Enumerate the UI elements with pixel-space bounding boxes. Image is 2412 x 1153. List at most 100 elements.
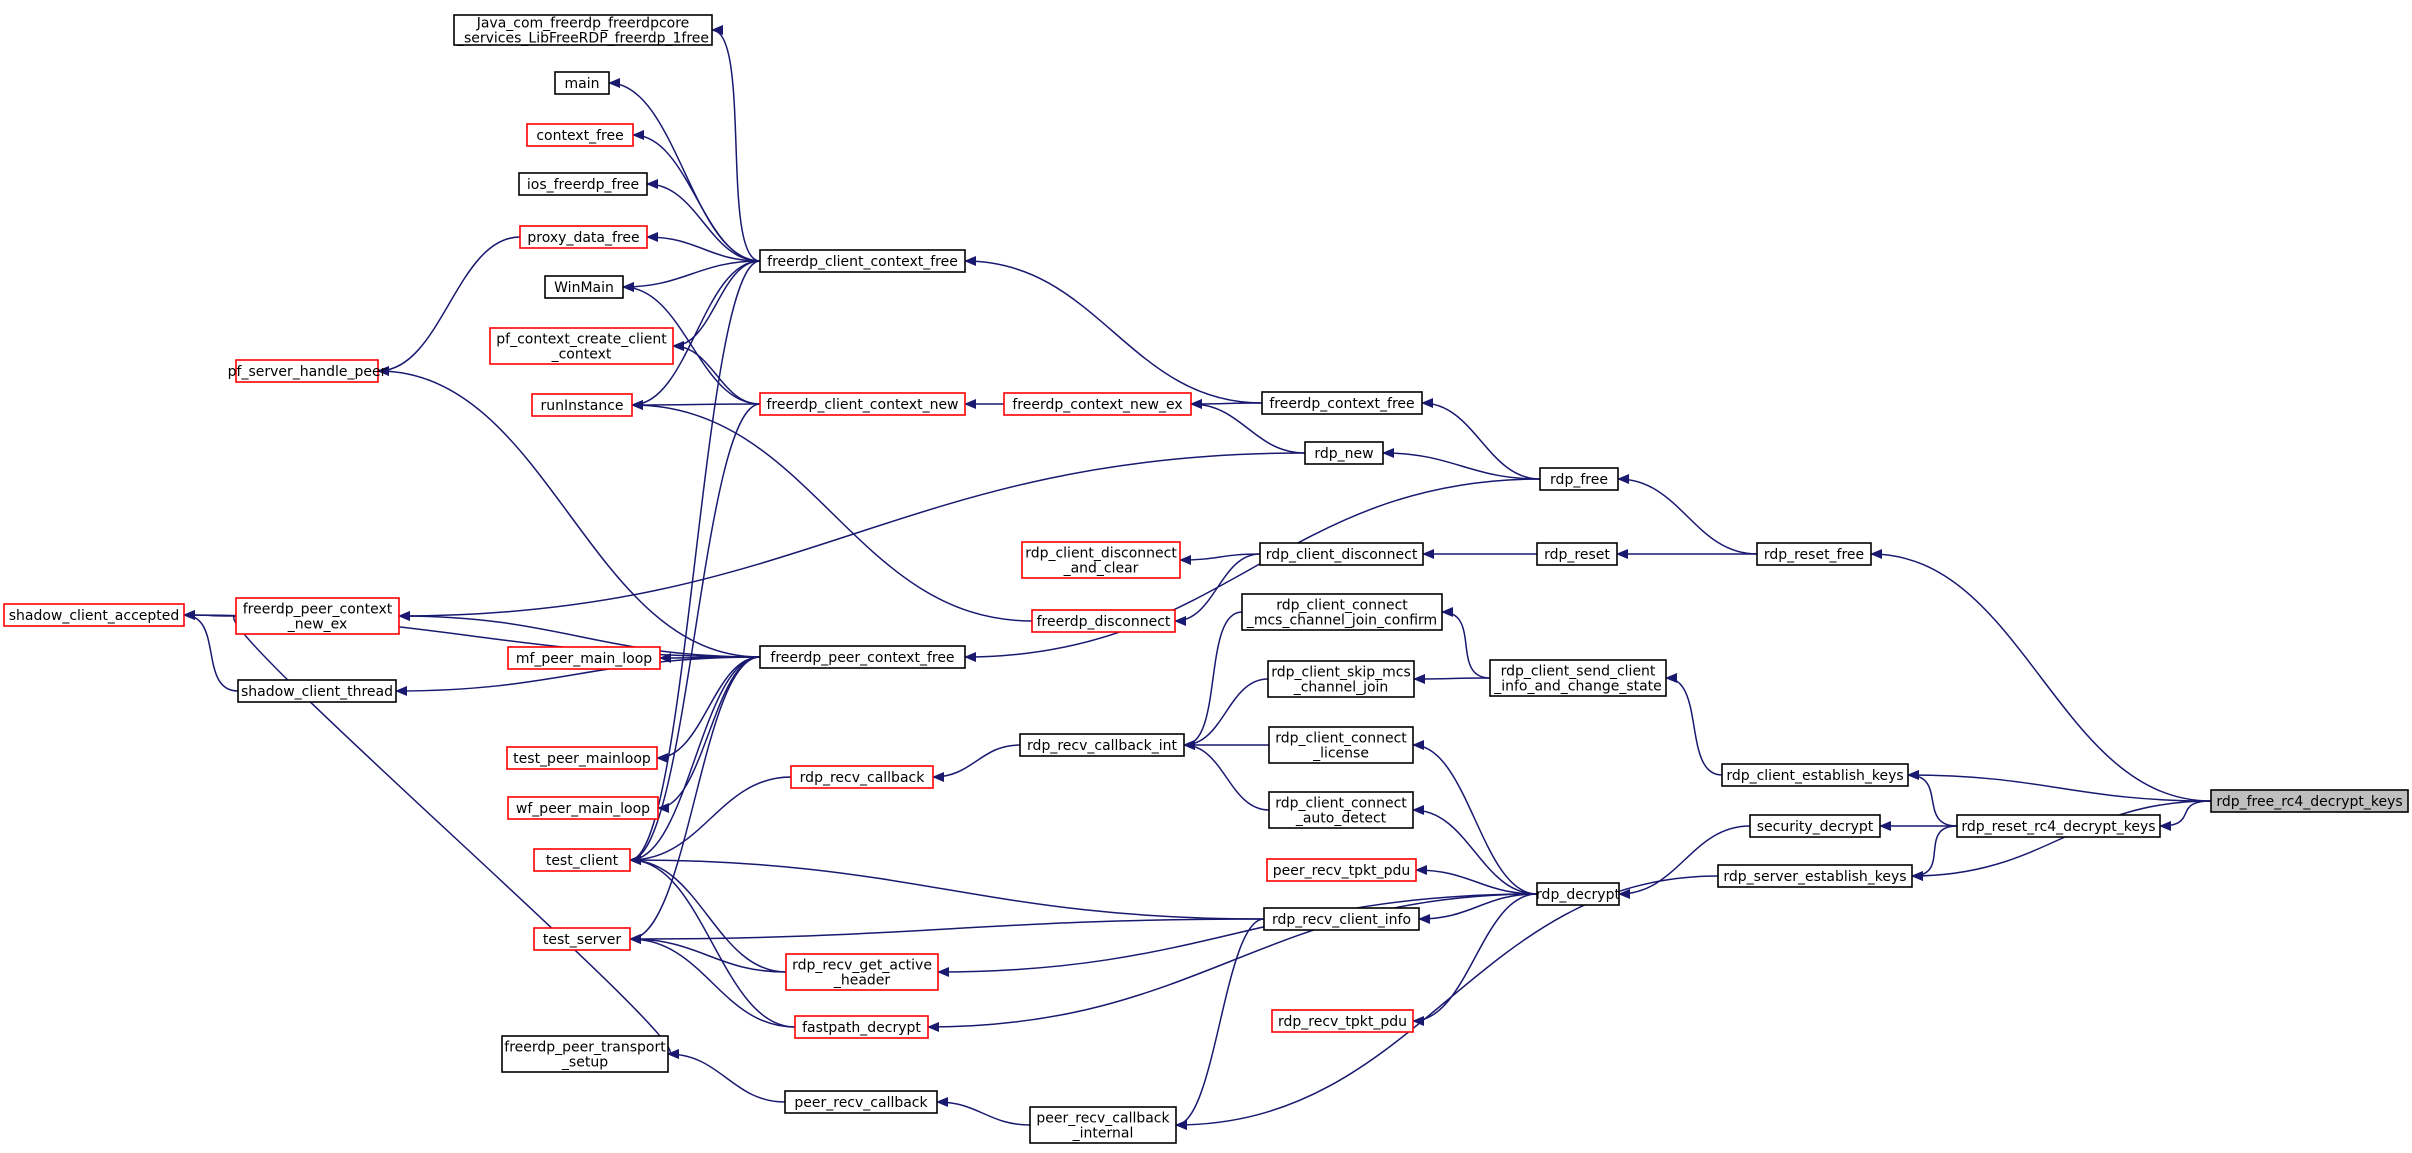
function-node-rdp_decrypt[interactable]: rdp_decrypt [1536, 882, 1620, 906]
node-box [507, 796, 659, 820]
function-node-fastpath_decrypt[interactable]: fastpath_decrypt [794, 1015, 929, 1039]
function-node-freerdp_peer_transport_setup[interactable]: freerdp_peer_transport_setup [501, 1035, 669, 1073]
function-node-shadow_client_thread[interactable]: shadow_client_thread [237, 679, 397, 703]
node-box [489, 327, 674, 365]
call-edge [183, 610, 239, 692]
function-node-rdp_client_disconnect_and_clear[interactable]: rdp_client_disconnect_and_clear [1021, 541, 1181, 579]
function-node-test_client[interactable]: test_client [533, 848, 631, 872]
function-node-test_server[interactable]: test_server [533, 927, 631, 951]
node-box [1267, 660, 1415, 698]
function-node-rdp_client_send_client_info_and_change_state[interactable]: rdp_client_send_client_info_and_change_s… [1489, 659, 1667, 697]
call-edge [1412, 740, 1538, 895]
edge-arrow [622, 282, 761, 405]
node-box [554, 71, 610, 95]
node-label: rdp_client_disconnect [1266, 547, 1418, 563]
call-edge [631, 399, 761, 410]
function-node-freerdp_client_context_free[interactable]: freerdp_client_context_free [759, 249, 966, 273]
edge-arrow [395, 656, 761, 696]
function-node-freerdp_disconnect[interactable]: freerdp_disconnect [1031, 609, 1176, 633]
edge-arrow [711, 25, 761, 262]
call-edge [672, 341, 761, 405]
call-edge [1175, 875, 1719, 1130]
function-node-peer_recv_callback_internal[interactable]: peer_recv_callback_internal [1029, 1106, 1177, 1144]
node-label: test_client [546, 853, 619, 869]
node-box [790, 765, 934, 789]
node-box [1266, 858, 1417, 882]
node-label: shadow_client_accepted [9, 608, 180, 624]
edge-arrow [646, 232, 761, 262]
node-label: peer_recv_callback [1036, 1111, 1170, 1127]
function-node-context_free[interactable]: context_free [526, 123, 634, 147]
function-node-rdp_client_establish_keys[interactable]: rdp_client_establish_keys [1721, 763, 1909, 787]
function-node-freerdp_context_new_ex[interactable]: freerdp_context_new_ex [1003, 392, 1192, 416]
function-node-peer_recv_tpkt_pdu[interactable]: peer_recv_tpkt_pdu [1266, 858, 1417, 882]
function-node-rdp_free[interactable]: rdp_free [1539, 467, 1619, 491]
node-box [1021, 541, 1181, 579]
node-box [794, 1015, 929, 1039]
call-edge [1183, 740, 1270, 811]
function-node-rdp_client_connect_mcs_channel_join_confirm[interactable]: rdp_client_connect_mcs_channel_join_conf… [1241, 593, 1443, 631]
function-node-peer_recv_callback[interactable]: peer_recv_callback [784, 1090, 938, 1114]
node-label: rdp_client_establish_keys [1726, 768, 1903, 784]
function-node-rdp_recv_tpkt_pdu[interactable]: rdp_recv_tpkt_pdu [1271, 1009, 1414, 1033]
function-node-rdp_recv_client_info[interactable]: rdp_recv_client_info [1263, 907, 1420, 931]
function-node-rdp_reset_rc4_decrypt_keys[interactable]: rdp_reset_rc4_decrypt_keys [1956, 814, 2161, 838]
function-node-rdp_new[interactable]: rdp_new [1304, 441, 1384, 465]
function-node-pf_server_handle_peer[interactable]: pf_server_handle_peer [228, 359, 387, 383]
function-node-test_peer_mainloop[interactable]: test_peer_mainloop [506, 746, 658, 770]
call-edge [398, 452, 1306, 621]
function-node-security_decrypt[interactable]: security_decrypt [1749, 814, 1881, 838]
function-node-ios_freerdp_free[interactable]: ios_freerdp_free [518, 172, 648, 196]
function-node-rdp_client_connect_auto_detect[interactable]: rdp_client_connect_auto_detect [1268, 791, 1414, 829]
node-box [784, 1090, 938, 1114]
function-node-java_free[interactable]: Java_com_freerdp_freerdpcore_services_Li… [453, 14, 713, 47]
function-node-rdp_recv_callback[interactable]: rdp_recv_callback [790, 765, 934, 789]
function-node-freerdp_peer_context_free[interactable]: freerdp_peer_context_free [759, 645, 966, 669]
edge-arrow [183, 610, 239, 692]
function-node-freerdp_client_context_new[interactable]: freerdp_client_context_new [759, 392, 966, 416]
node-label: rdp_client_send_client [1501, 664, 1656, 680]
node-box [1003, 392, 1192, 416]
node-label: freerdp_client_context_new [766, 397, 958, 413]
call-edge [377, 236, 521, 376]
function-node-wf_peer_main_loop[interactable]: wf_peer_main_loop [507, 796, 659, 820]
edge-arrow [1183, 740, 1270, 811]
edge-arrow [1412, 805, 1538, 895]
node-label: rdp_new [1314, 446, 1373, 462]
edge-arrow [629, 934, 787, 973]
node-label: Java_com_freerdp_freerdpcore [476, 16, 690, 32]
function-node-rdp_client_skip_mcs_channel_join[interactable]: rdp_client_skip_mcs_channel_join [1267, 660, 1415, 698]
node-box [1536, 542, 1618, 566]
function-node-pf_context_create_client_context[interactable]: pf_context_create_client_context [489, 327, 674, 365]
function-node-rdp_recv_callback_int[interactable]: rdp_recv_callback_int [1019, 733, 1185, 757]
node-box [501, 1035, 669, 1073]
call-edge [1421, 398, 1541, 480]
function-node-rdp_recv_get_active_header[interactable]: rdp_recv_get_active_header [785, 953, 939, 991]
edge-arrow [964, 256, 1263, 404]
node-box [533, 848, 631, 872]
function-node-rdp_client_connect_license[interactable]: rdp_client_connect_license [1268, 726, 1414, 764]
function-node-rdp_server_establish_keys[interactable]: rdp_server_establish_keys [1717, 864, 1913, 888]
node-label: shadow_client_thread [241, 684, 393, 700]
call-edge [2159, 800, 2212, 831]
function-node-main[interactable]: main [554, 71, 610, 95]
node-box [1259, 542, 1424, 566]
function-node-runInstance[interactable]: runInstance [531, 393, 633, 417]
function-node-rdp_reset[interactable]: rdp_reset [1536, 542, 1618, 566]
node-box [544, 275, 624, 299]
node-box [1721, 763, 1909, 787]
function-node-rdp_client_disconnect[interactable]: rdp_client_disconnect [1259, 542, 1424, 566]
call-edge [1911, 800, 2212, 881]
node-box [759, 392, 966, 416]
function-node-freerdp_context_free[interactable]: freerdp_context_free [1261, 391, 1423, 415]
function-node-proxy_data_free[interactable]: proxy_data_free [519, 225, 648, 249]
function-node-mf_peer_main_loop[interactable]: mf_peer_main_loop [507, 646, 661, 670]
edge-arrow [631, 399, 761, 410]
node-label: WinMain [554, 280, 614, 296]
node-label: _channel_join [1293, 680, 1389, 696]
function-node-shadow_client_accepted[interactable]: shadow_client_accepted [3, 603, 185, 627]
function-node-freerdp_peer_context_new_ex[interactable]: freerdp_peer_context_new_ex [235, 597, 400, 635]
function-node-rdp_reset_free[interactable]: rdp_reset_free [1756, 542, 1872, 566]
function-node-WinMain[interactable]: WinMain [544, 275, 624, 299]
call-edge [711, 25, 761, 262]
